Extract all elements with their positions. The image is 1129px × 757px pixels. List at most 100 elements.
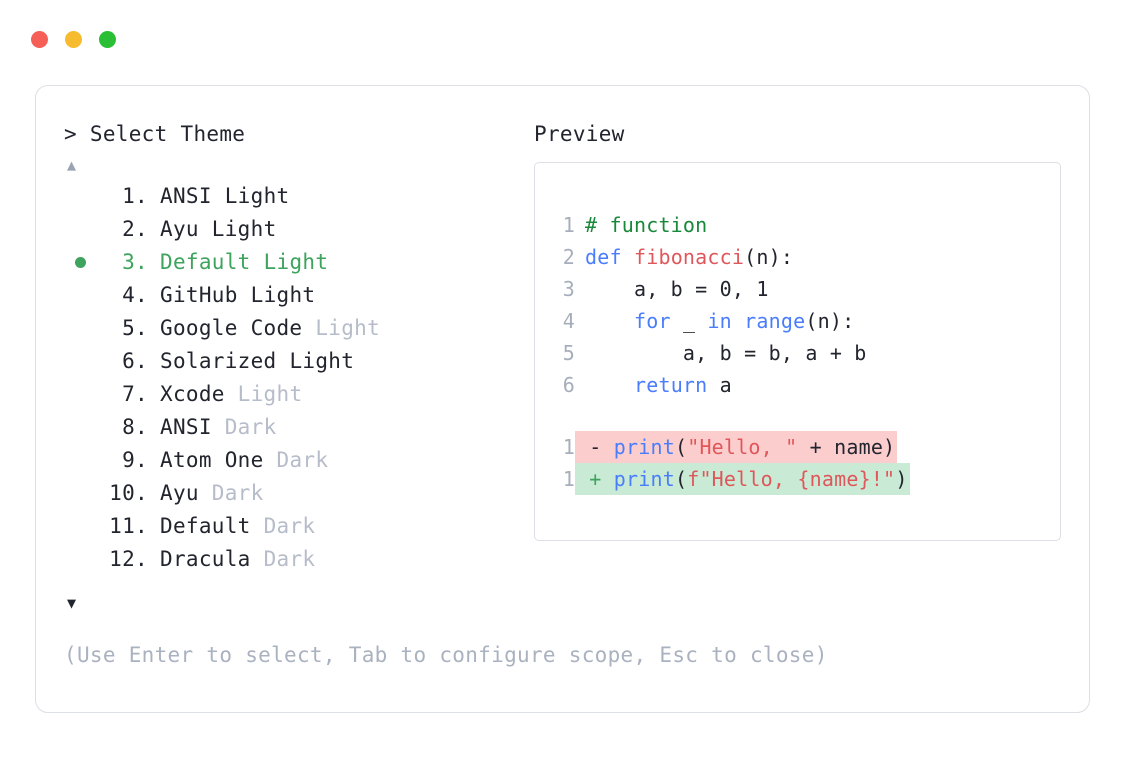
theme-list-item[interactable]: 11.Default Dark [64, 510, 534, 543]
bullet-placeholder [64, 510, 96, 543]
diff-line-number: 1 [562, 467, 575, 491]
diff-marker: + [577, 467, 614, 491]
theme-name-space [264, 444, 277, 477]
theme-name-space [225, 378, 238, 411]
code-token-str: f"Hello, {name}!" [687, 467, 896, 491]
theme-list-item[interactable]: 2.Ayu Light [64, 213, 534, 246]
theme-name: ANSI [160, 184, 212, 208]
line-number: 4 [562, 309, 575, 333]
theme-name-space [277, 345, 290, 378]
theme-list-item[interactable]: 7.Xcode Light [64, 378, 534, 411]
bullet-placeholder [64, 312, 96, 345]
code-spacer [535, 401, 1060, 431]
code-token-kw: for [633, 309, 671, 333]
theme-list-item[interactable]: 5.Google Code Light [64, 312, 534, 345]
code-line: 3 a, b = 0, 1 [535, 273, 1060, 305]
theme-index: 3. [122, 250, 148, 274]
code-token-kw: print [613, 467, 675, 491]
bullet-placeholder [64, 378, 96, 411]
theme-variant: Dark [263, 514, 316, 538]
theme-index: 12. [109, 547, 148, 571]
code-line: 5 a, b = b, a + b [535, 337, 1060, 369]
theme-list-item[interactable]: 4. GitHub Light [64, 279, 534, 312]
theme-index: 2. [122, 217, 148, 241]
theme-name-space [212, 411, 225, 444]
bullet-placeholder [64, 180, 96, 213]
diff-marker: - [577, 435, 614, 459]
theme-name-space [212, 180, 225, 213]
code-line: 6 return a [535, 369, 1060, 401]
page-title-text [77, 122, 90, 146]
bullet-placeholder [64, 345, 96, 378]
scroll-down-indicator[interactable]: ▼ [67, 594, 77, 612]
code-line-text: a, b = 0, 1 [575, 273, 769, 305]
line-number: 6 [562, 373, 575, 397]
code-token-kw: print [613, 435, 675, 459]
code-token-plain [585, 373, 634, 397]
code-line-text: a, b = b, a + b [575, 337, 867, 369]
scroll-up-indicator[interactable]: ▲ [67, 156, 77, 174]
theme-list-item[interactable]: 1.ANSI Light [64, 180, 534, 213]
prompt-marker: > [64, 122, 77, 146]
close-window-button[interactable] [31, 30, 48, 48]
theme-list-item[interactable]: 6.Solarized Light [64, 345, 534, 378]
line-number: 5 [562, 341, 575, 365]
theme-list-item[interactable]: 8. ANSI Dark [64, 411, 534, 444]
theme-name: Ayu [160, 217, 199, 241]
theme-index: 4. [122, 283, 148, 307]
theme-list-item[interactable]: 3.Default Light [64, 246, 534, 279]
theme-name-space [251, 510, 264, 543]
diff-added-line: 1 + print(f"Hello, {name}!") [535, 463, 1060, 495]
bullet-placeholder [64, 477, 96, 510]
diff-highlight: + print(f"Hello, {name}!") [575, 463, 910, 495]
code-token-plain: ( [674, 435, 688, 459]
theme-variant: Dark [211, 481, 264, 505]
code-token-str: "Hello, " [687, 435, 798, 459]
code-token-plain: a, b = 0, 1 [585, 277, 769, 301]
maximize-window-button[interactable] [99, 30, 116, 48]
diff-highlight: - print("Hello, " + name) [575, 431, 898, 463]
theme-variant: Light [289, 349, 355, 373]
code-line-text: # function [575, 209, 707, 241]
code-token-plain: ) [895, 467, 908, 491]
theme-name: GitHub [160, 283, 238, 307]
line-number: 1 [562, 213, 575, 237]
theme-variant: Light [237, 382, 303, 406]
code-token-plain: _ [670, 309, 708, 333]
theme-name: Dracula [160, 547, 251, 571]
theme-list-item[interactable]: 9.Atom One Dark [64, 444, 534, 477]
select-theme-label: Select Theme [89, 122, 246, 146]
code-line-text: def fibonacci(n): [575, 241, 793, 273]
theme-name: ANSI [160, 415, 212, 439]
theme-index: 5. [122, 316, 148, 340]
code-token-plain: ( [674, 467, 688, 491]
code-token-plain: a [707, 373, 732, 397]
line-number: 2 [562, 245, 575, 269]
code-line: 4 for _ in range(n): [535, 305, 1060, 337]
selection-dot [74, 257, 86, 268]
code-token-comment: # function [585, 213, 708, 237]
bullet-placeholder [64, 444, 96, 477]
code-token-plain: (n): [805, 309, 855, 333]
theme-variant: Dark [224, 415, 277, 439]
theme-list-item[interactable]: 12.Dracula Dark [64, 543, 534, 576]
theme-variant: Light [250, 283, 316, 307]
theme-variant: Light [224, 184, 290, 208]
theme-index: 8. [122, 415, 148, 439]
diff-removed-line: 1 - print("Hello, " + name) [535, 431, 1060, 463]
theme-list-item[interactable]: 10.Ayu Dark [64, 477, 534, 510]
window-titlebar [0, 0, 1129, 78]
theme-index: 11. [109, 514, 148, 538]
diff-block: 1 - print("Hello, " + name)1 + print(f"H… [535, 431, 1060, 495]
code-line-text: for _ in range(n): [575, 305, 854, 337]
line-number: 3 [562, 277, 575, 301]
theme-index: 7. [122, 382, 148, 406]
theme-name-space [238, 279, 251, 312]
keyboard-hint: (Use Enter to select, Tab to configure s… [64, 643, 828, 667]
minimize-window-button[interactable] [65, 30, 82, 48]
